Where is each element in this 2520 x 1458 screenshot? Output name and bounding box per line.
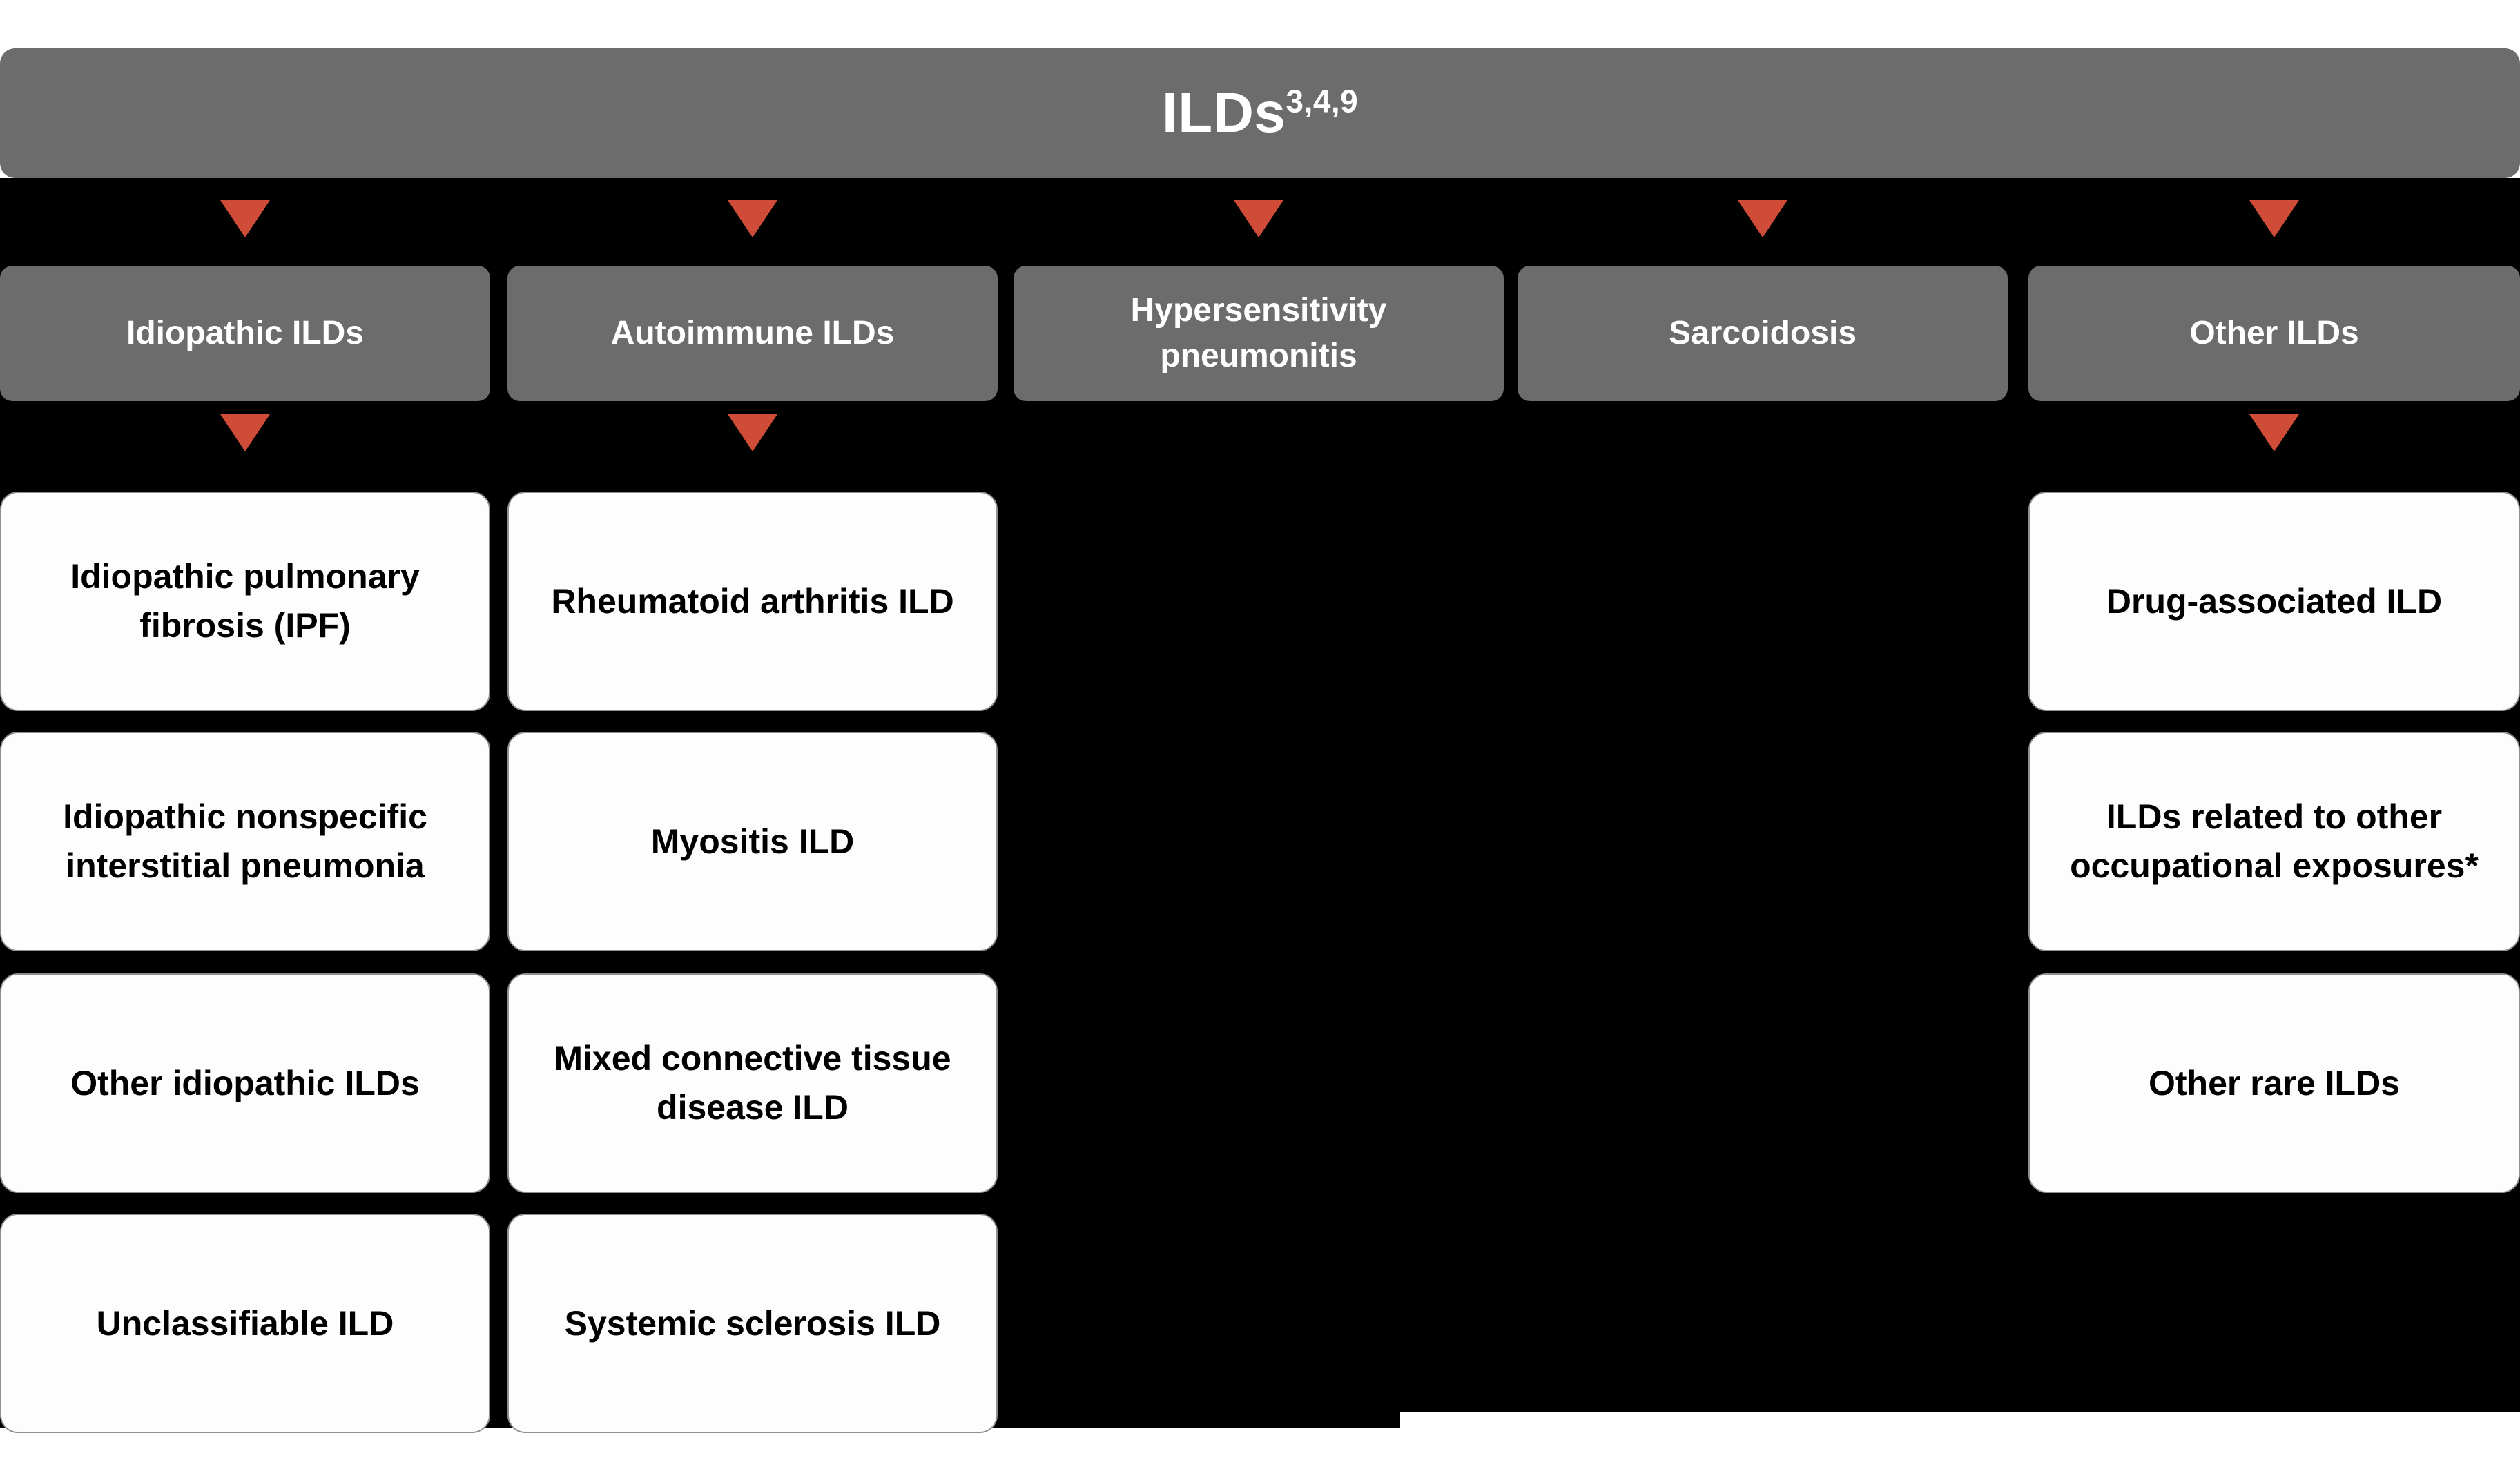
arrow-down-icon-idiopathic-ilds-children — [220, 414, 270, 451]
leaf-label: Idiopathic pulmonary fibrosis (IPF) — [70, 557, 420, 645]
leaf-node-rheumatoid-arthritis-ild[interactable]: Rheumatoid arthritis ILD — [507, 492, 998, 711]
leaf-label: Rheumatoid arthritis ILD — [551, 581, 954, 621]
category-label-hypersensitivity-pneumonitis: Hypersensitivity pneumonitis — [1130, 291, 1387, 374]
leaf-label: Unclassifiable ILD — [96, 1303, 394, 1343]
leaf-node-myositis-ild[interactable]: Myositis ILD — [507, 732, 998, 951]
category-node-sarcoidosis[interactable]: Sarcoidosis — [1518, 266, 2008, 401]
arrow-down-icon-to-sarcoidosis — [1738, 200, 1787, 237]
leaf-label: Drug-associated ILD — [2106, 581, 2443, 621]
leaf-label: Other idiopathic ILDs — [70, 1063, 420, 1102]
category-node-idiopathic-ilds[interactable]: Idiopathic ILDs — [0, 266, 490, 401]
leaf-node-ilds-related-to-other-occupational-exposures[interactable]: ILDs related to other occupational expos… — [2028, 732, 2520, 951]
arrow-down-icon-to-hypersensitivity-pneumonitis — [1234, 200, 1283, 237]
leaf-label: Other rare ILDs — [2148, 1063, 2400, 1102]
arrow-down-icon-to-autoimmune-ilds — [728, 200, 777, 237]
leaf-node-other-idiopathic-ilds[interactable]: Other idiopathic ILDs — [0, 973, 490, 1193]
leaf-node-other-rare-ilds[interactable]: Other rare ILDs — [2028, 973, 2520, 1193]
root-node-title: ILDs3,4,9 — [1162, 85, 1358, 142]
leaf-label: Mixed connective tissue disease ILD — [554, 1039, 951, 1127]
arrow-down-icon-other-ilds-children — [2249, 414, 2299, 451]
category-node-hypersensitivity-pneumonitis[interactable]: Hypersensitivity pneumonitis — [1014, 266, 1504, 401]
leaf-node-drug-associated-ild[interactable]: Drug-associated ILD — [2028, 492, 2520, 711]
category-label-sarcoidosis: Sarcoidosis — [1668, 314, 1857, 351]
category-node-autoimmune-ilds[interactable]: Autoimmune ILDs — [507, 266, 998, 401]
leaf-label: Idiopathic nonspecific interstitial pneu… — [63, 797, 427, 885]
root-node-label: ILDs — [1161, 81, 1286, 144]
leaf-label: Systemic sclerosis ILD — [564, 1303, 941, 1343]
leaf-node-idiopathic-pulmonary-fibrosis[interactable]: Idiopathic pulmonary fibrosis (IPF) — [0, 492, 490, 711]
arrow-down-icon-to-other-ilds — [2249, 200, 2299, 237]
arrow-down-icon-autoimmune-ilds-children — [728, 414, 777, 451]
leaf-node-systemic-sclerosis-ild[interactable]: Systemic sclerosis ILD — [507, 1214, 998, 1433]
root-node-ilds[interactable]: ILDs3,4,9 — [0, 48, 2520, 178]
arrow-down-icon-to-idiopathic-ilds — [220, 200, 270, 237]
category-label-autoimmune-ilds: Autoimmune ILDs — [610, 314, 895, 351]
category-label-other-ilds: Other ILDs — [2189, 314, 2359, 351]
category-label-idiopathic-ilds: Idiopathic ILDs — [126, 314, 364, 351]
root-node-superscript-references: 3,4,9 — [1286, 83, 1359, 119]
category-node-other-ilds[interactable]: Other ILDs — [2028, 266, 2520, 401]
leaf-label: Myositis ILD — [650, 822, 855, 861]
leaf-node-mixed-connective-tissue-disease-ild[interactable]: Mixed connective tissue disease ILD — [507, 973, 998, 1193]
leaf-label: ILDs related to other occupational expos… — [2070, 797, 2479, 885]
leaf-node-idiopathic-nonspecific-interstitial-pneumonia[interactable]: Idiopathic nonspecific interstitial pneu… — [0, 732, 490, 951]
leaf-node-unclassifiable-ild[interactable]: Unclassifiable ILD — [0, 1214, 490, 1433]
